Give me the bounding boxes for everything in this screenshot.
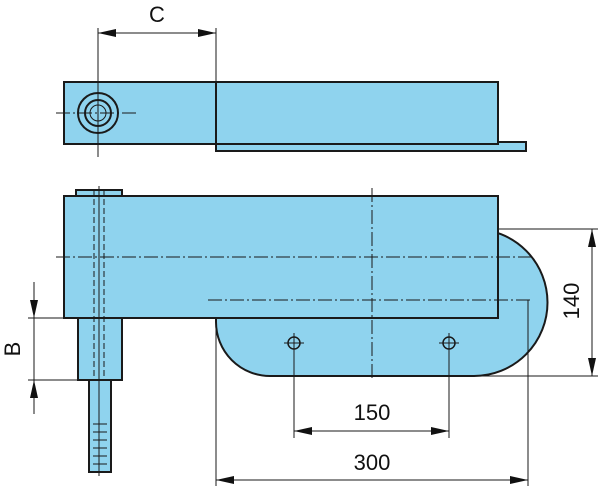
dimension-300-arrow-left [216, 476, 234, 484]
dimension-b-arrow-top [30, 300, 38, 318]
dimension-c: C [98, 2, 217, 82]
dimension-140-arrow-top [588, 229, 596, 247]
dimension-150-arrow-left [294, 427, 312, 435]
dimension-150-arrow-right [431, 427, 449, 435]
dimension-140: 140 [474, 228, 598, 377]
front-view [56, 186, 549, 476]
dimension-150: 150 [293, 349, 450, 438]
top-view-flange [215, 141, 527, 152]
dimension-300-label: 300 [354, 450, 391, 475]
dimension-c-arrow-right [198, 29, 216, 37]
dimension-300-arrow-right [510, 476, 528, 484]
dimension-140-label: 140 [559, 283, 584, 320]
dimension-b: B [0, 282, 78, 414]
top-view [56, 28, 527, 157]
dimension-150-label: 150 [354, 400, 391, 425]
dimension-b-label: B [0, 342, 25, 357]
top-view-body [63, 81, 499, 145]
shaft-threads [93, 423, 107, 465]
dimension-c-label: C [149, 2, 165, 27]
dimension-300: 300 [215, 300, 529, 486]
dimension-b-arrow-bottom [30, 380, 38, 398]
shaft-upper [77, 317, 123, 381]
dimension-140-arrow-bottom [588, 358, 596, 376]
dimension-c-arrow-left [98, 29, 116, 37]
shaft-lower [88, 379, 112, 473]
